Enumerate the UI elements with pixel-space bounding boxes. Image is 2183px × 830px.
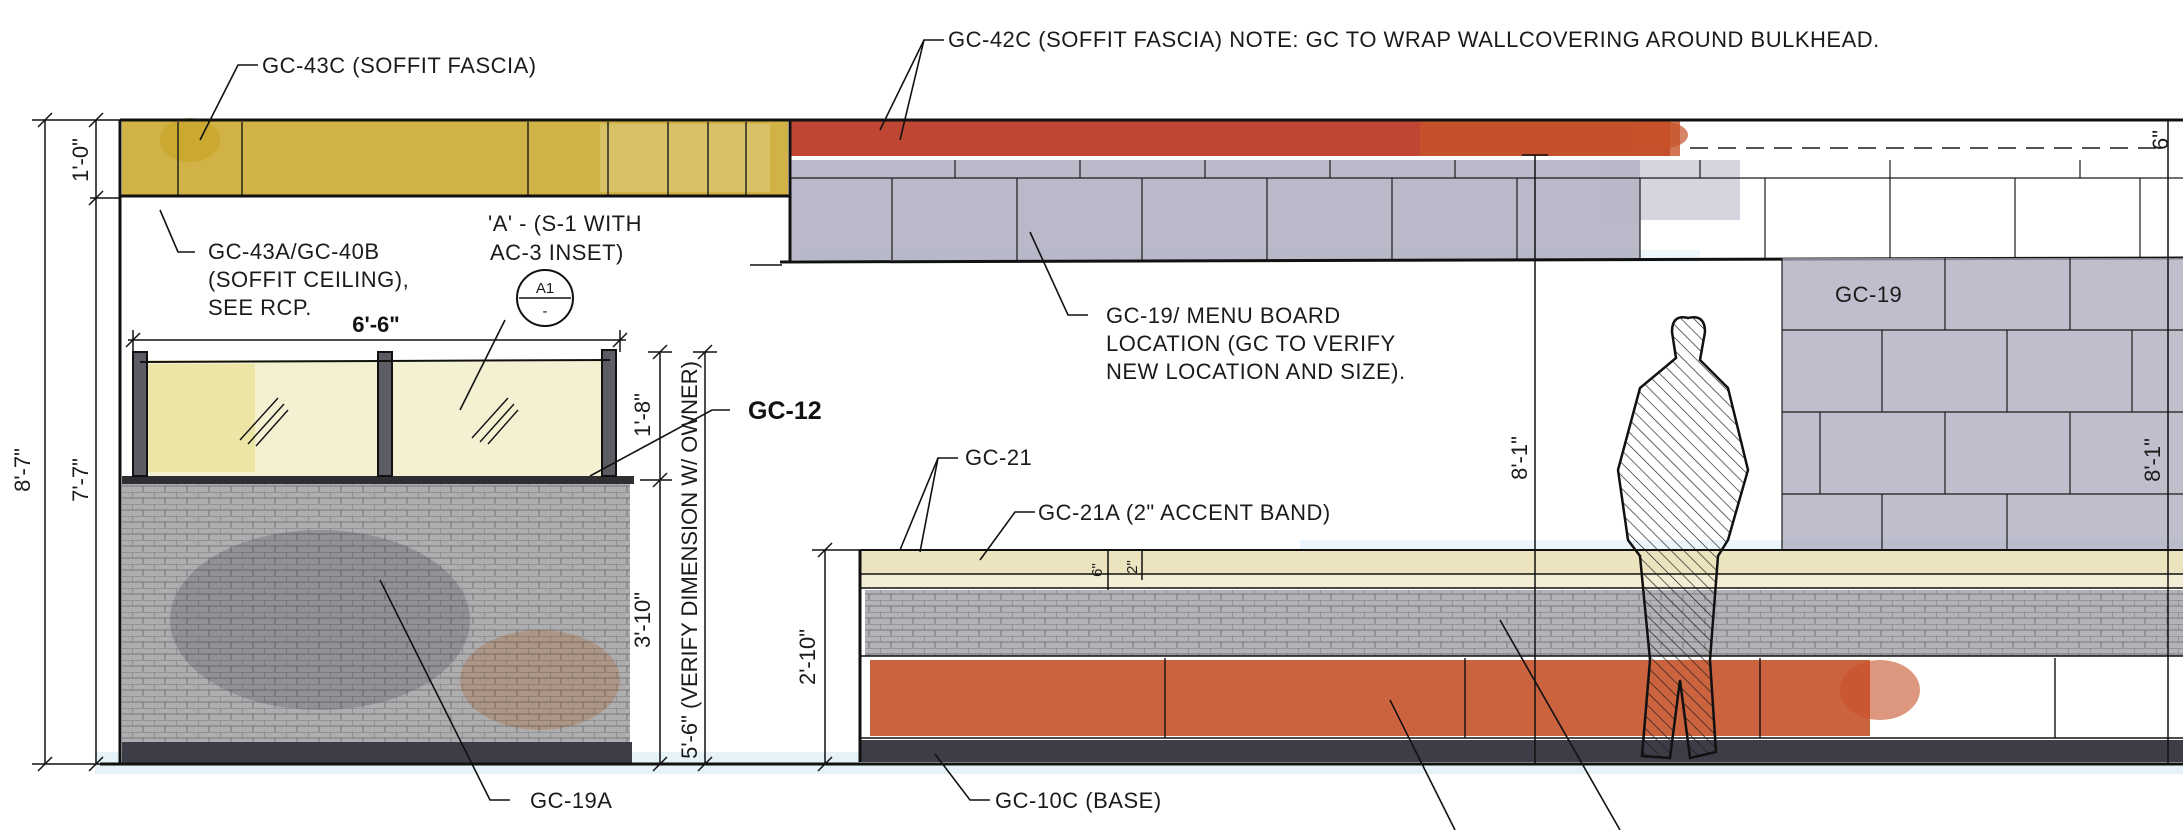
dim-counter-lower: 3'-10" [630, 592, 655, 648]
note-gc42c: GC-42C (SOFFIT FASCIA) NOTE: GC TO WRAP … [948, 27, 1880, 52]
leader-lines [159, 39, 1621, 830]
dimension-lines [32, 112, 2169, 772]
note-gc10c: GC-10C (BASE) [995, 788, 1162, 813]
ledge-counter [858, 549, 2183, 762]
dim-fascia-offset: 6" [2148, 130, 2173, 150]
gc19-tile-panel [1781, 258, 2183, 556]
note-gc21: GC-21 [965, 445, 1032, 470]
section-marker: A1 - [516, 269, 574, 327]
note-callout-line2: AC-3 INSET) [490, 240, 624, 265]
note-gc19-menu-line2: LOCATION (GC TO VERIFY [1106, 331, 1396, 356]
note-gc43c: GC-43C (SOFFIT FASCIA) [262, 53, 537, 78]
dim-ledge-cap-1: 6" [1089, 563, 1106, 577]
note-gc19a: GC-19A [530, 788, 612, 813]
dimension-text: 8'-7" 1'-0" 7'-7" 6'-6" 1'-8" 3'-10" 5'-… [10, 130, 2173, 759]
dim-ledge-height: 2'-10" [795, 629, 820, 685]
note-gc43a-line3: SEE RCP. [208, 295, 312, 320]
wall-tile-band [790, 160, 2183, 260]
section-marker-top: A1 [536, 280, 554, 297]
dim-overall-height: 8'-7" [10, 448, 35, 492]
dim-wall-height: 7'-7" [68, 458, 93, 502]
note-gc19-menu-line3: NEW LOCATION AND SIZE). [1106, 359, 1406, 384]
dim-glass-height: 1'-8" [630, 393, 655, 437]
soffit-fascia-right [790, 120, 2160, 156]
dim-soffit-height: 1'-0" [68, 138, 93, 182]
soffit-fascia-left [122, 118, 788, 196]
section-marker-bottom: - [543, 303, 548, 320]
note-callout-line1: 'A' - (S-1 WITH [488, 211, 642, 236]
dim-bulkhead-ceiling: 8'-1" [1507, 436, 1532, 480]
note-gc12: GC-12 [748, 397, 822, 425]
note-gc19-menu-line1: GC-19/ MENU BOARD [1106, 303, 1341, 328]
note-gc21a: GC-21A (2" ACCENT BAND) [1038, 500, 1331, 525]
dim-right-height: 8'-1" [2140, 438, 2165, 482]
note-gc43a-line1: GC-43A/GC-40B [208, 239, 380, 264]
note-gc43a-line2: (SOFFIT CEILING), [208, 267, 409, 292]
counter-left [122, 476, 634, 764]
note-gc19: GC-19 [1835, 282, 1902, 307]
annotation-notes: GC-43C (SOFFIT FASCIA) GC-42C (SOFFIT FA… [208, 27, 1902, 813]
dim-counter-width: 6'-6" [352, 312, 399, 337]
dim-ledge-cap-2: 2" [1124, 560, 1141, 574]
glass-guard [132, 349, 617, 477]
scale-figure [1616, 316, 1750, 760]
dim-counter-total: 5'-6" (VERIFY DIMENSION W/ OWNER) [677, 361, 702, 759]
